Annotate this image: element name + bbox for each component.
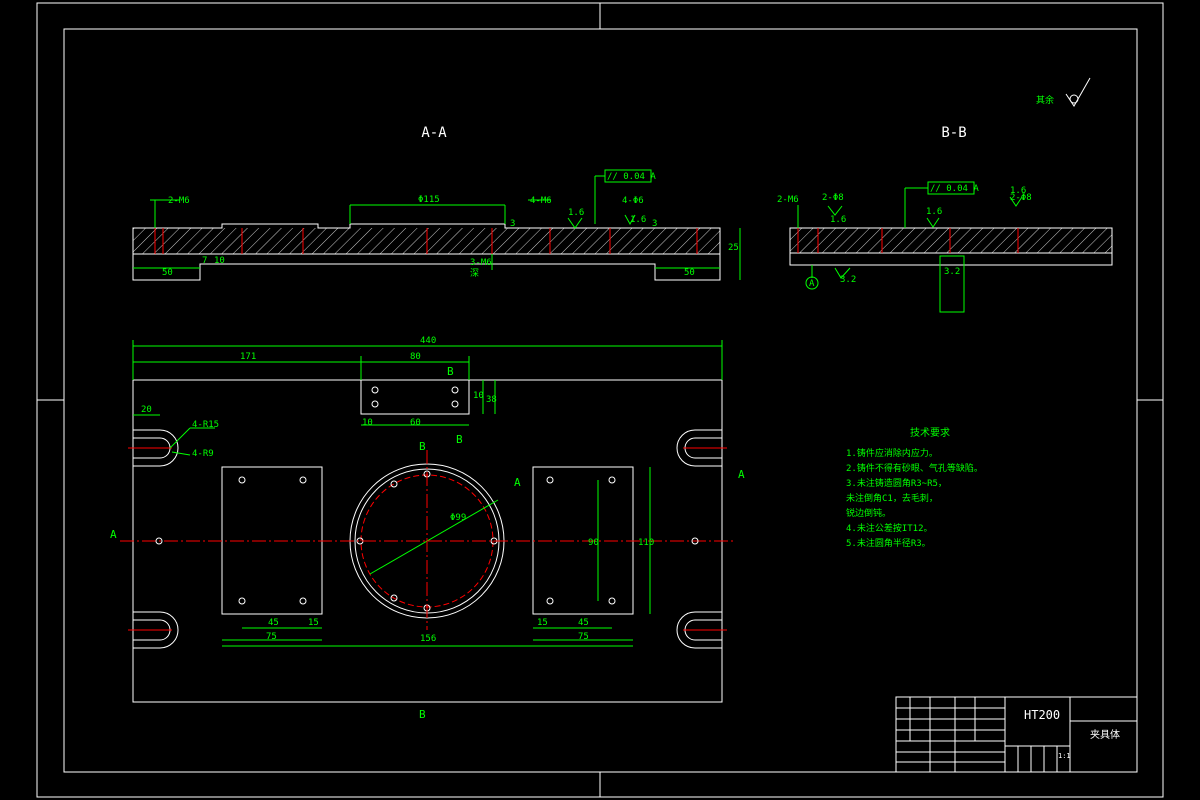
roughness-bb-32b: 3.2 xyxy=(944,267,960,277)
section-bb: 2-M6 2-Φ8 2-Φ8 1.6 1.6 1.6 // 0.04 A A 3… xyxy=(777,181,1113,313)
roughness-other-label: 其余 xyxy=(1036,94,1054,106)
dim-circle-d: Φ99 xyxy=(450,513,466,523)
material-label: HT200 xyxy=(1024,708,1060,722)
mark-a-mid: A xyxy=(514,476,521,489)
mark-b-mid-right: B xyxy=(456,433,463,446)
bb-detail-box xyxy=(939,255,965,313)
mark-a-left: A xyxy=(110,528,117,541)
technical-notes: 技术要求 1.铸件应消除内应力。 2.铸件不得有砂眼、气孔等缺陷。 3.未注铸造圆角… xyxy=(846,426,983,549)
dim-bb-2phi: 2-Φ8 xyxy=(822,193,844,203)
note-item: 1.铸件应消除内应力。 xyxy=(846,447,938,459)
dim-pad-45-l: 45 xyxy=(268,618,279,628)
datum-a-circle xyxy=(805,276,819,290)
dim-small-60: 60 xyxy=(410,418,421,428)
dim-bb-2m6: 2-M6 xyxy=(777,195,799,205)
part-name: 夹具体 xyxy=(1090,728,1120,741)
dim-aa-3: 3 xyxy=(510,219,515,229)
dim-pad-75-r: 75 xyxy=(578,632,589,642)
dim-aa-50-left: 50 xyxy=(162,268,173,278)
roughness-bb-16c: 1.6 xyxy=(1010,186,1026,196)
dim-aa-4phi: 4-Φ6 xyxy=(622,196,644,206)
roughness-circle-icon xyxy=(1069,94,1079,104)
plan-slots xyxy=(128,429,727,649)
roughness-bb-16a: 1.6 xyxy=(830,215,846,225)
datum-a: A xyxy=(809,279,815,289)
sheet-outer-border xyxy=(36,2,1164,798)
dim-aa-2m6: 2-M6 xyxy=(168,196,190,206)
plan-top-block xyxy=(360,379,470,415)
note-item: 锐边倒钝。 xyxy=(846,507,891,519)
note-item: 未注倒角C1，去毛刺， xyxy=(846,492,938,504)
dim-aa-7: 7 xyxy=(202,256,207,266)
roughness-check-icon xyxy=(1065,77,1091,107)
dim-pad-75-l: 75 xyxy=(266,632,277,642)
dim-slot-r15: 4-R15 xyxy=(192,420,219,430)
mark-b-top: B xyxy=(447,365,454,378)
dim-aa-3b: 3 xyxy=(652,219,657,229)
sheet-inner-frame xyxy=(63,28,1138,773)
section-aa-holes xyxy=(154,228,698,254)
roughness-other: 其余 xyxy=(1036,77,1091,107)
roughness-aa-16a: 1.6 xyxy=(568,208,584,218)
roughness-aa-16b: 1.6 xyxy=(630,215,646,225)
view-label-aa: A-A xyxy=(421,125,447,141)
dim-20: 20 xyxy=(141,405,152,415)
dim-pad-15-r: 15 xyxy=(537,618,548,628)
dim-aa-4m6: 4-M6 xyxy=(530,196,552,206)
note-item: 5.未注圆角半径R3。 xyxy=(846,537,931,549)
plan-view: Φ99 440 171 80 20 4-R15 4-R9 10 60 38 10… xyxy=(110,336,745,721)
dim-171: 171 xyxy=(240,352,256,362)
view-label-bb: B-B xyxy=(941,125,966,141)
dim-overall-length: 440 xyxy=(420,336,436,346)
tolerance-bb: // 0.04 A xyxy=(930,184,979,194)
note-item: 3.未注铸造圆角R3~R5， xyxy=(846,477,947,489)
mark-b-bottom: B xyxy=(419,708,426,721)
dim-aa-10: 10 xyxy=(214,256,225,266)
note-item: 2.铸件不得有砂眼、气孔等缺陷。 xyxy=(846,462,983,474)
dim-hole-90: 90 xyxy=(588,538,599,548)
scale-cell: 1:1 xyxy=(1058,752,1071,760)
dim-small-38: 38 xyxy=(486,395,497,405)
dim-156: 156 xyxy=(420,634,436,644)
dim-aa-3m6: 3-M6 xyxy=(470,258,492,268)
notes-title: 技术要求 xyxy=(910,426,950,439)
tolerance-aa: // 0.04 A xyxy=(607,172,656,182)
dim-small-10: 10 xyxy=(362,418,373,428)
dim-aa-3m6-note: 深 xyxy=(470,268,479,279)
dim-80: 80 xyxy=(410,352,421,362)
mark-b-mid-left: B xyxy=(419,440,426,453)
section-aa: 50 50 25 Φ115 2-M6 4-M6 3-M6 深 4-Φ6 3 3 … xyxy=(132,169,741,281)
center-marks xyxy=(37,3,1163,797)
roughness-bb-16b: 1.6 xyxy=(926,207,942,217)
section-bb-hatch xyxy=(790,228,1112,253)
dim-aa-25: 25 xyxy=(728,243,739,253)
dim-aa-50-right: 50 xyxy=(684,268,695,278)
dim-pad-45-r: 45 xyxy=(578,618,589,628)
dim-pad-15-l: 15 xyxy=(308,618,319,628)
mark-a-right: A xyxy=(738,468,745,481)
dim-slot-r9: 4-R9 xyxy=(192,449,214,459)
note-item: 4.未注公差按IT12。 xyxy=(846,522,933,534)
dim-small-10b: 10 xyxy=(473,391,484,401)
dim-pad-110: 110 xyxy=(638,538,654,548)
dim-aa-phi115: Φ115 xyxy=(418,195,440,205)
title-block: HT200 夹具体 1:1 xyxy=(895,696,1138,773)
roughness-bb-32a: 3.2 xyxy=(840,275,856,285)
